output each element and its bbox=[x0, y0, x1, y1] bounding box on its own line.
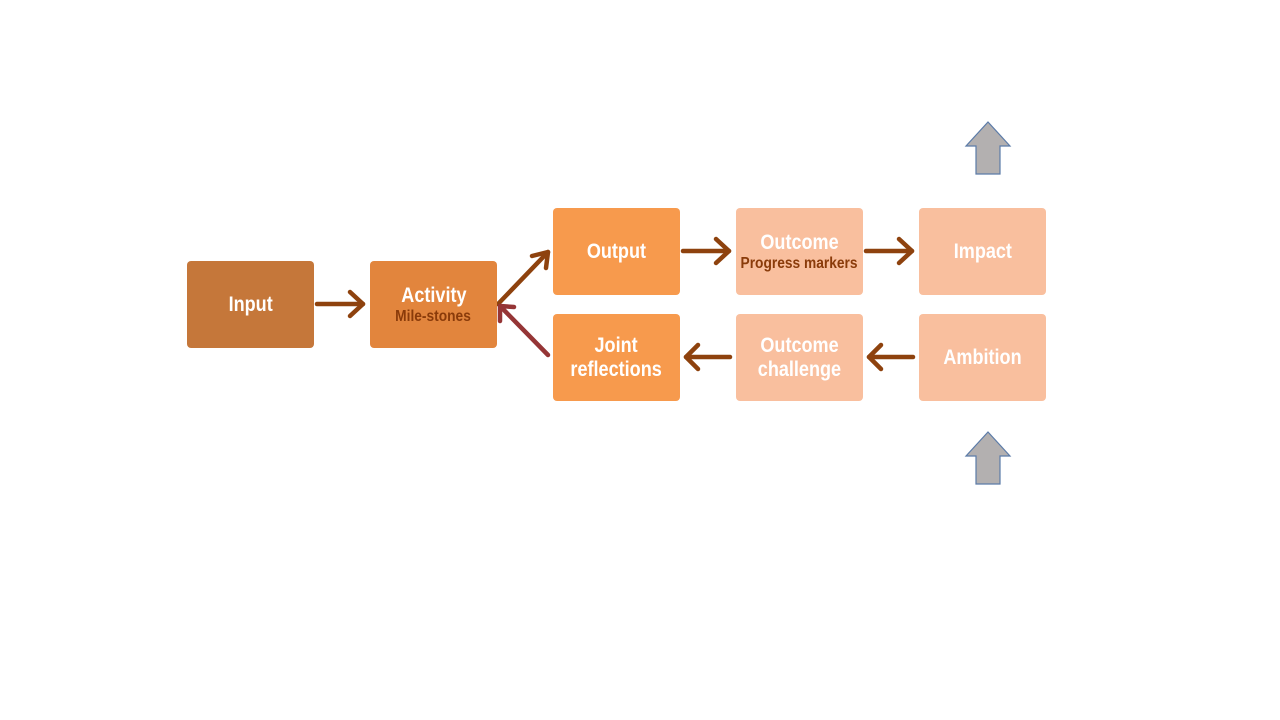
up-block-arrow-icon bbox=[964, 121, 1012, 175]
node-outcome: Outcome Progress markers bbox=[736, 208, 863, 295]
arrow-joint-reflections-to-activity bbox=[497, 303, 551, 358]
node-activity: Activity Mile-stones bbox=[370, 261, 497, 348]
arrow-outcome-to-impact bbox=[863, 236, 915, 266]
node-output-label: Output bbox=[586, 239, 647, 263]
node-outcome-challenge-label-line1: Outcome bbox=[760, 333, 839, 357]
node-input: Input bbox=[187, 261, 314, 348]
node-impact: Impact bbox=[919, 208, 1046, 295]
node-joint-reflections-label-line2: reflections bbox=[570, 357, 663, 381]
node-ambition-label: Ambition bbox=[943, 345, 1022, 369]
arrow-input-to-activity bbox=[314, 289, 366, 319]
arrow-activity-to-output bbox=[495, 249, 551, 307]
node-output: Output bbox=[553, 208, 680, 295]
node-outcome-sublabel: Progress markers bbox=[740, 254, 859, 272]
up-block-arrow-icon bbox=[964, 431, 1012, 485]
node-outcome-challenge-label-line2: challenge bbox=[757, 357, 842, 381]
node-input-label: Input bbox=[228, 292, 273, 316]
node-activity-sublabel: Mile-stones bbox=[395, 307, 472, 325]
arrow-output-to-outcome bbox=[680, 236, 732, 266]
node-outcome-label: Outcome bbox=[760, 230, 839, 254]
node-impact-label: Impact bbox=[953, 239, 1012, 263]
node-outcome-challenge: Outcome challenge bbox=[736, 314, 863, 401]
arrow-outcome-challenge-to-joint-reflections bbox=[683, 342, 733, 372]
arrow-ambition-to-outcome-challenge bbox=[866, 342, 916, 372]
node-activity-label: Activity bbox=[400, 283, 467, 307]
node-joint-reflections-label-line1: Joint bbox=[594, 333, 639, 357]
node-joint-reflections: Joint reflections bbox=[553, 314, 680, 401]
node-ambition: Ambition bbox=[919, 314, 1046, 401]
